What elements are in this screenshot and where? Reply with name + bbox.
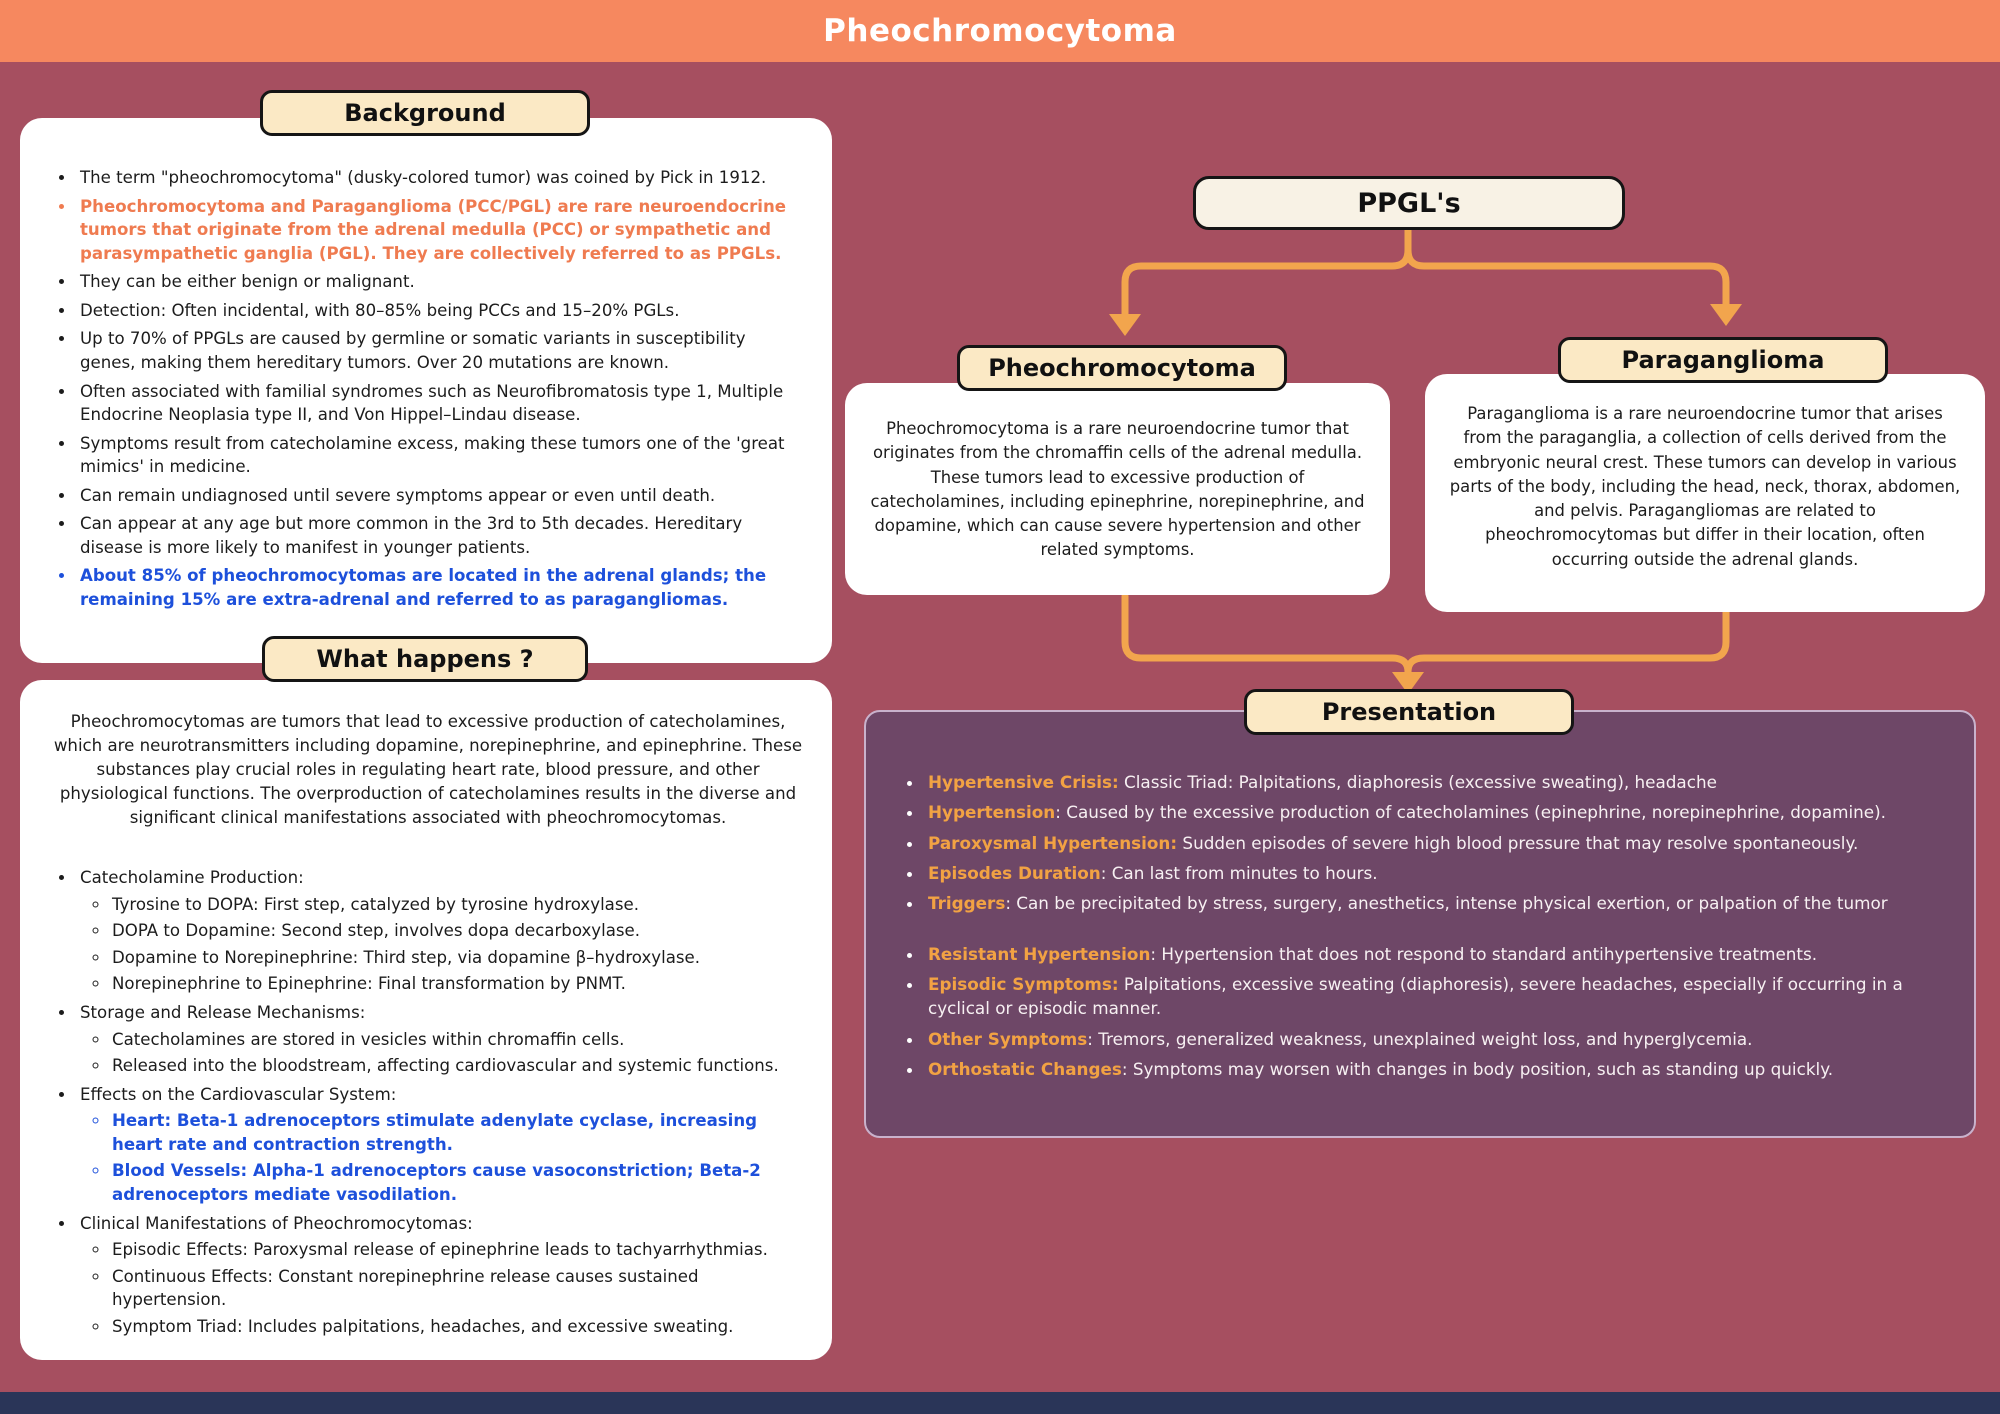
item-text: : Hypertension that does not respond to …: [1150, 943, 1818, 964]
presentation-panel: Hypertensive Crisis: Classic Triad: Palp…: [864, 710, 1976, 1138]
arrow-ppgl-to-para: [1404, 226, 1730, 310]
sub-list-item: Dopamine to Norepinephrine: Third step, …: [110, 946, 806, 970]
what-happens-list: Catecholamine Production: Tyrosine to DO…: [50, 866, 806, 1338]
sub-list-item: Symptom Triad: Includes palpitations, he…: [110, 1315, 806, 1339]
arrow-pheo-to-presentation: [1121, 592, 1412, 680]
item-lead: Episodes Duration: [928, 863, 1101, 884]
paraganglioma-node-label: Paraganglioma: [1558, 337, 1888, 383]
item-lead: Other Symptoms: [928, 1028, 1088, 1049]
list-item: Often associated with familial syndromes…: [76, 380, 806, 427]
list-item: About 85% of pheochromocytomas are locat…: [76, 564, 806, 611]
list-item-label: Effects on the Cardiovascular System:: [80, 1084, 397, 1104]
background-label: Background: [260, 90, 590, 136]
sub-list-item: Catecholamines are stored in vesicles wi…: [110, 1028, 806, 1052]
pheochromocytoma-node-label: Pheochromocytoma: [957, 345, 1287, 391]
arrow-head: [1109, 314, 1141, 336]
list-item-label: Catecholamine Production:: [80, 868, 304, 888]
list-item: The term "pheochromocytoma" (dusky-color…: [76, 166, 806, 190]
list-item: Paroxysmal Hypertension: Sudden episodes…: [924, 831, 1946, 855]
item-lead: Orthostatic Changes: [928, 1059, 1122, 1080]
list-item: Resistant Hypertension: Hypertension tha…: [924, 942, 1946, 966]
what-happens-intro: Pheochromocytomas are tumors that lead t…: [53, 712, 803, 828]
item-text: Palpitations, excessive sweating (diapho…: [928, 974, 1903, 1019]
bottom-strip: [0, 1392, 2000, 1414]
header-bar: Pheochromocytoma: [0, 0, 2000, 62]
list-item: Pheochromocytoma and Paraganglioma (PCC/…: [76, 195, 806, 266]
list-item: Hypertensive Crisis: Classic Triad: Palp…: [924, 770, 1946, 794]
arrow-ppgl-to-pheo: [1121, 226, 1412, 320]
sub-list-item: Blood Vessels: Alpha-1 adrenoceptors cau…: [110, 1159, 806, 1206]
list-item: Episodic Symptoms: Palpitations, excessi…: [924, 972, 1946, 1021]
item-text: : Caused by the excessive production of …: [1055, 802, 1886, 823]
item-lead: Hypertension: [928, 802, 1056, 823]
paraganglioma-card: Paraganglioma is a rare neuroendocrine t…: [1425, 374, 1985, 612]
item-lead: Episodic Symptoms:: [928, 974, 1119, 995]
pheochromocytoma-card: Pheochromocytoma is a rare neuroendocrin…: [845, 383, 1390, 595]
item-text: : Tremors, generalized weakness, unexpla…: [1087, 1028, 1753, 1049]
sub-list-item: Episodic Effects: Paroxysmal release of …: [110, 1238, 806, 1262]
sub-list-item: Tyrosine to DOPA: First step, catalyzed …: [110, 893, 806, 917]
page-title: Pheochromocytoma: [823, 13, 1177, 49]
list-item: Up to 70% of PPGLs are caused by germlin…: [76, 327, 806, 374]
sub-list-item: DOPA to Dopamine: Second step, involves …: [110, 919, 806, 943]
presentation-label: Presentation: [1244, 689, 1574, 735]
sub-list-item: Continuous Effects: Constant norepinephr…: [110, 1265, 806, 1312]
list-item: Catecholamine Production: Tyrosine to DO…: [76, 866, 806, 996]
what-happens-card: Pheochromocytomas are tumors that lead t…: [20, 680, 832, 1360]
item-lead: Resistant Hypertension: [928, 943, 1151, 964]
sub-list-item: Norepinephrine to Epinephrine: Final tra…: [110, 972, 806, 996]
list-item: Episodes Duration: Can last from minutes…: [924, 861, 1946, 885]
arrow-para-to-presentation: [1404, 608, 1730, 680]
paraganglioma-text: Paraganglioma is a rare neuroendocrine t…: [1449, 404, 1961, 569]
item-lead: Hypertensive Crisis:: [928, 772, 1119, 792]
list-item: Hypertension: Caused by the excessive pr…: [924, 800, 1946, 824]
ppgl-node: PPGL's: [1193, 176, 1625, 230]
list-item: Other Symptoms: Tremors, generalized wea…: [924, 1027, 1946, 1051]
background-list: The term "pheochromocytoma" (dusky-color…: [50, 166, 806, 612]
list-item: Storage and Release Mechanisms: Catechol…: [76, 1001, 806, 1078]
sub-list-item: Heart: Beta-1 adrenoceptors stimulate ad…: [110, 1109, 806, 1156]
background-card: The term "pheochromocytoma" (dusky-color…: [20, 118, 832, 663]
list-item: Can remain undiagnosed until severe symp…: [76, 484, 806, 508]
list-item: Orthostatic Changes: Symptoms may worsen…: [924, 1057, 1946, 1081]
list-item: Symptoms result from catecholamine exces…: [76, 432, 806, 479]
item-text: : Can last from minutes to hours.: [1100, 863, 1378, 884]
item-text: : Can be precipitated by stress, surgery…: [1005, 893, 1888, 914]
item-text: : Symptoms may worsen with changes in bo…: [1121, 1059, 1834, 1080]
item-lead: Triggers: [928, 893, 1006, 914]
item-text: Sudden episodes of severe high blood pre…: [1177, 832, 1859, 853]
what-happens-label: What happens ?: [262, 636, 588, 682]
list-item: Detection: Often incidental, with 80–85%…: [76, 299, 806, 323]
list-item: Triggers: Can be precipitated by stress,…: [924, 891, 1946, 915]
list-item-label: Storage and Release Mechanisms:: [80, 1003, 366, 1023]
list-item: Clinical Manifestations of Pheochromocyt…: [76, 1212, 806, 1339]
list-item: Effects on the Cardiovascular System: He…: [76, 1083, 806, 1207]
presentation-list: Hypertensive Crisis: Classic Triad: Palp…: [900, 770, 1946, 1081]
arrow-head: [1710, 304, 1742, 326]
list-item: They can be either benign or malignant.: [76, 270, 806, 294]
list-item-label: Clinical Manifestations of Pheochromocyt…: [80, 1213, 473, 1233]
list-item: Can appear at any age but more common in…: [76, 512, 806, 559]
item-text: Classic Triad: Palpitations, diaphoresis…: [1118, 772, 1717, 792]
pheochromocytoma-text: Pheochromocytoma is a rare neuroendocrin…: [870, 419, 1365, 560]
sub-list-item: Released into the bloodstream, affecting…: [110, 1054, 806, 1078]
item-lead: Paroxysmal Hypertension:: [928, 832, 1178, 853]
